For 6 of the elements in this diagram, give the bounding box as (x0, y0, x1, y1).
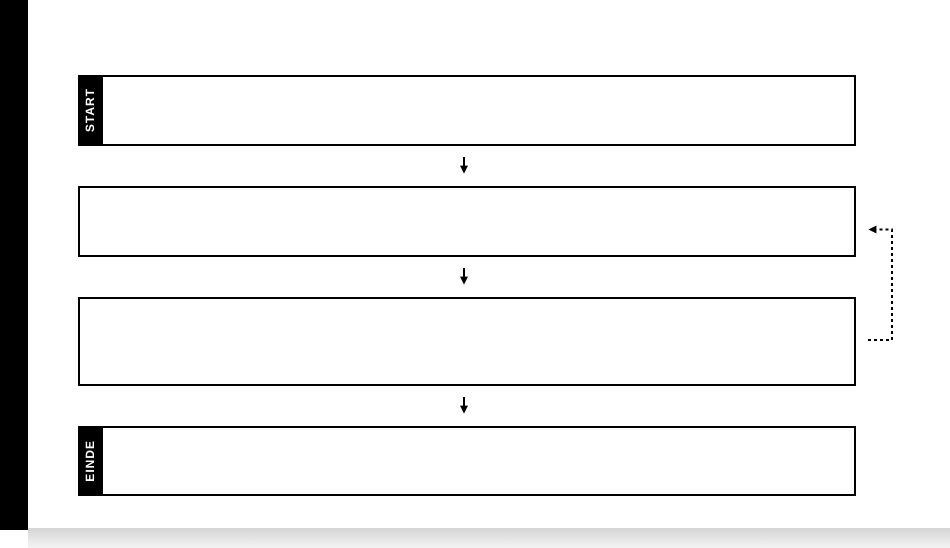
arrow (460, 397, 468, 414)
arrow (868, 226, 893, 341)
arrow (460, 157, 468, 174)
arrow (460, 268, 468, 285)
vertical-tag: EINDE (78, 426, 101, 496)
vertical-tag: START (78, 75, 101, 146)
